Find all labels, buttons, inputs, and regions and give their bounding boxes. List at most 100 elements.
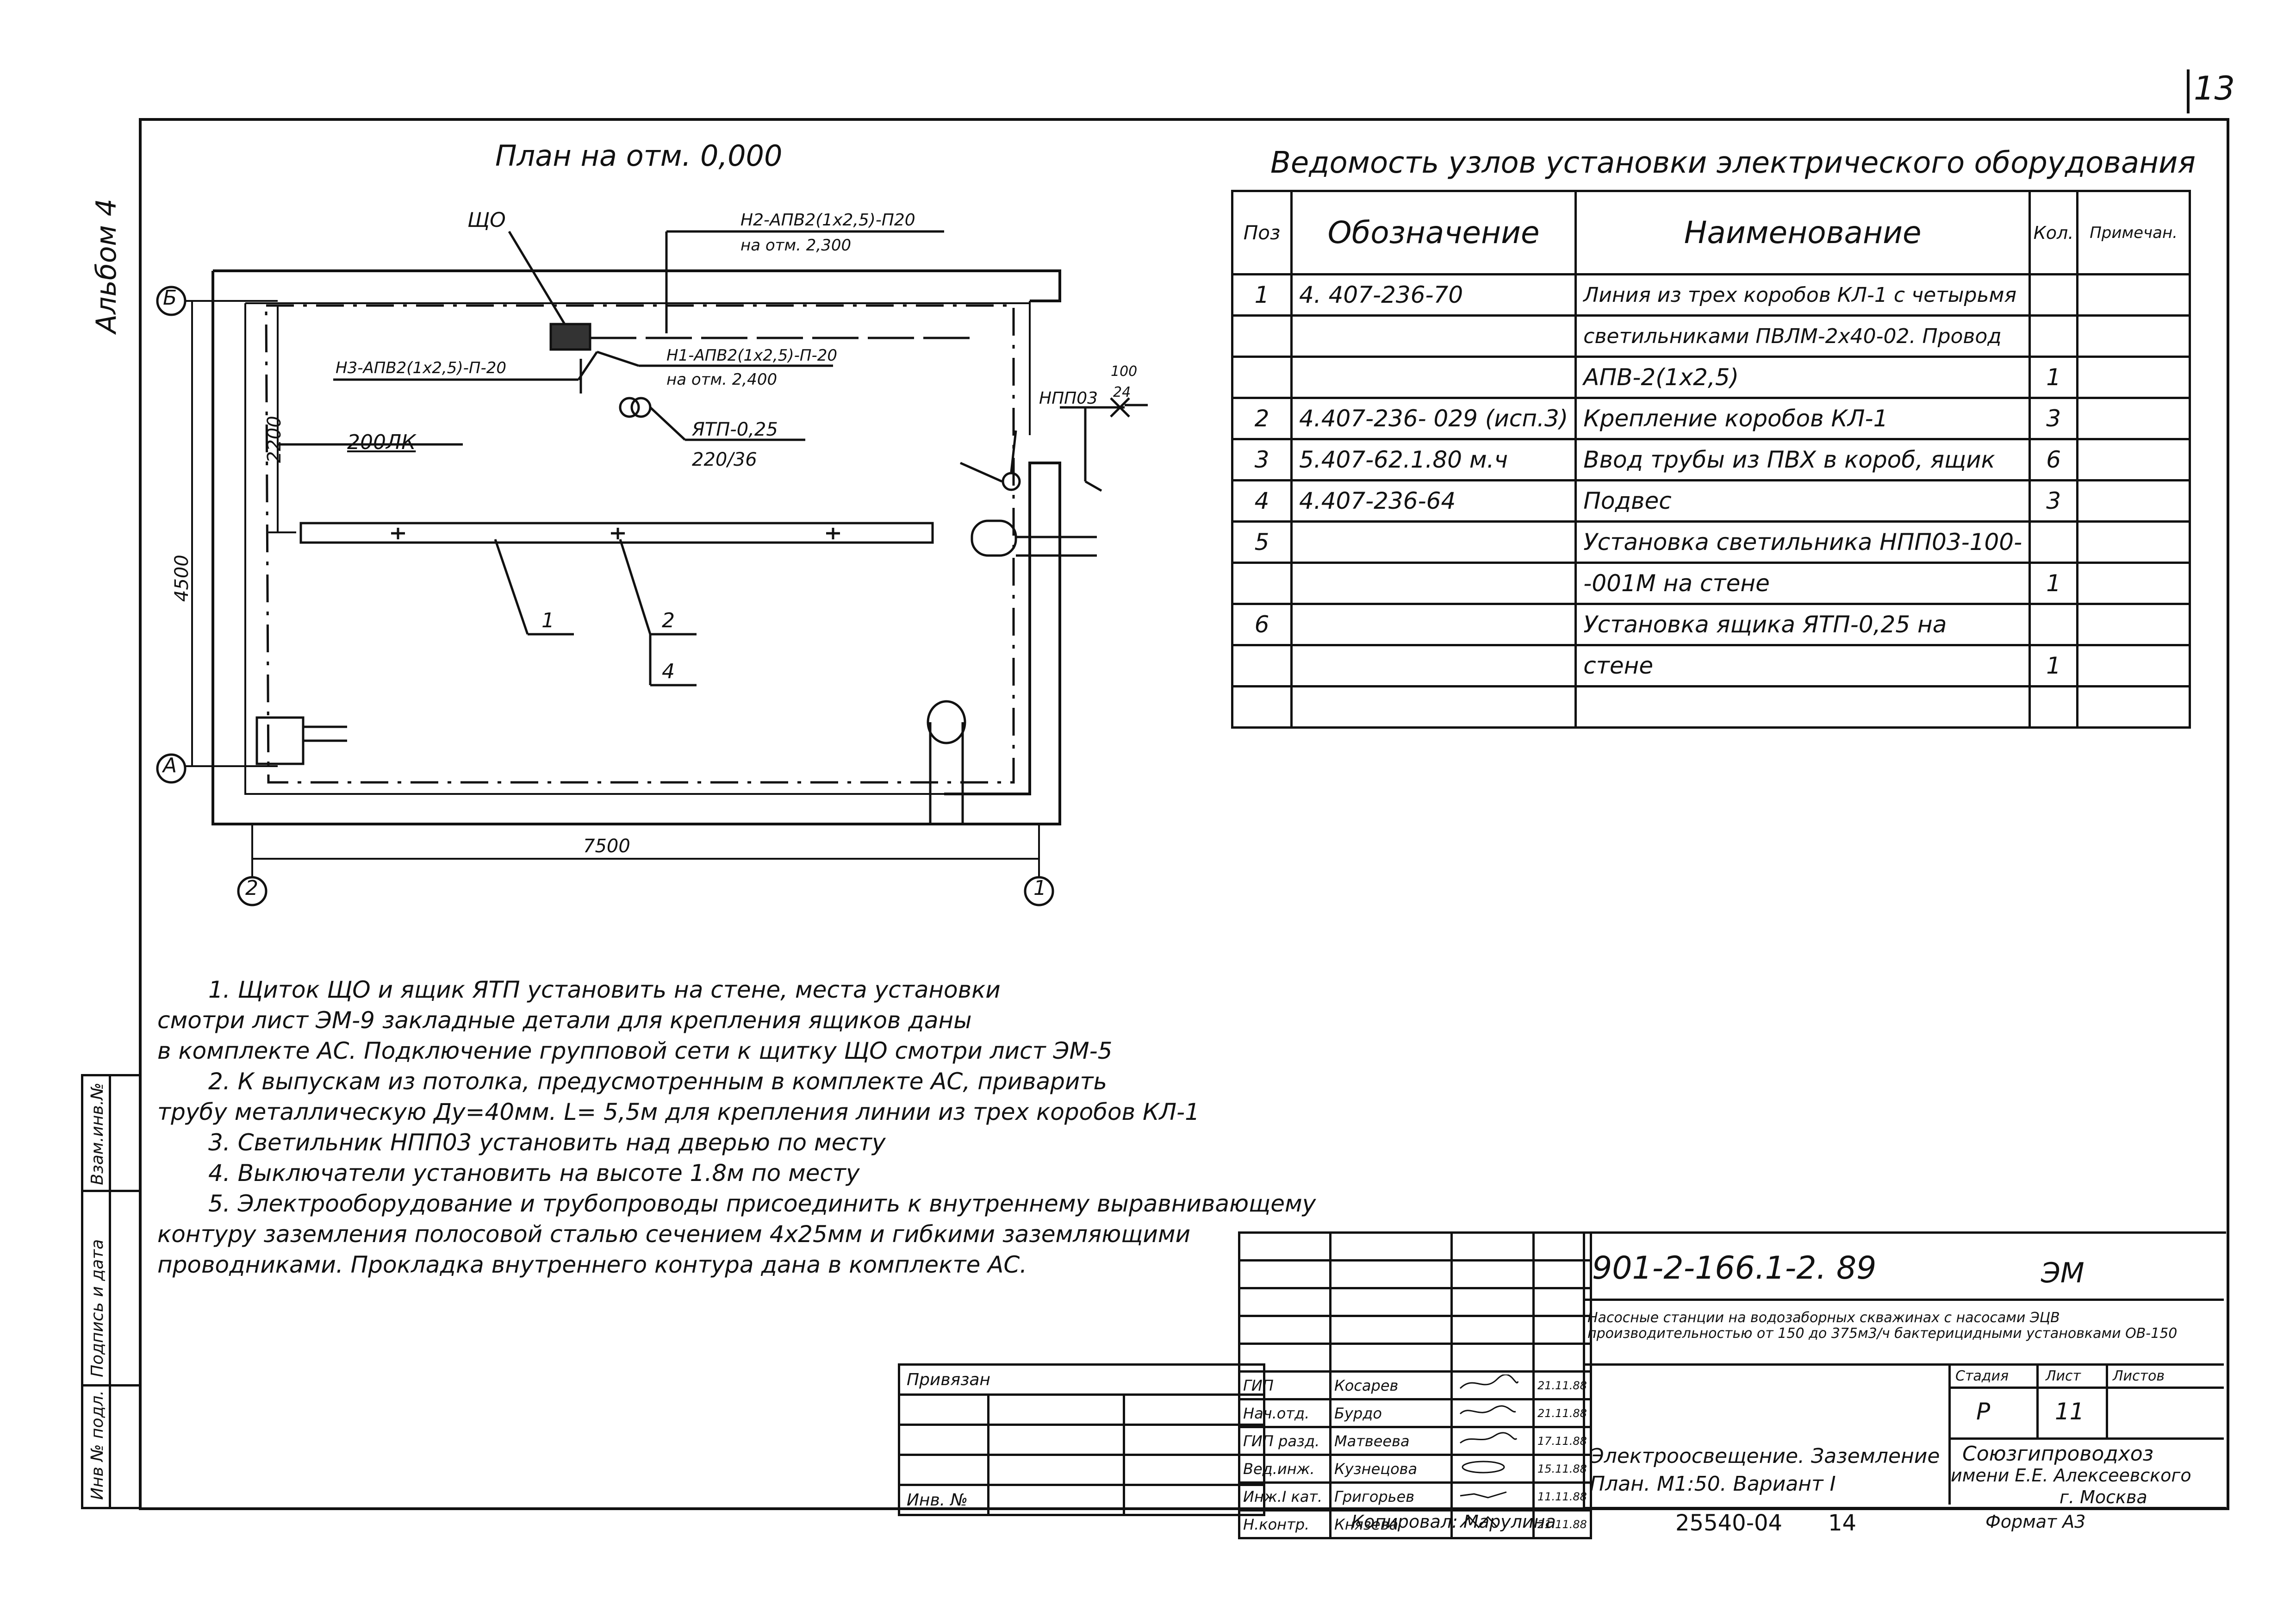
empty-cell	[1329, 1287, 1453, 1317]
note-line: 3. Светильник НПП03 установить над дверь…	[208, 1129, 886, 1156]
spec-cell-note	[2076, 603, 2191, 646]
archive-page: 14	[1828, 1510, 1857, 1536]
dimension-2200: 2200	[264, 416, 285, 463]
spec-cell-pos	[1231, 356, 1293, 399]
spec-cell-qty: 1	[2028, 356, 2079, 399]
spec-cell-pos	[1231, 314, 1293, 358]
spec-cell-name: стене	[1574, 644, 2031, 687]
empty-cell	[1329, 1231, 1453, 1262]
label-ytp-volt: 220/36	[692, 449, 757, 470]
axis-a-label: А	[163, 754, 177, 777]
binding-block: Привязан Инв. №	[898, 1363, 1265, 1516]
spec-header-pos: Поз	[1231, 190, 1293, 275]
empty-cell	[1450, 1315, 1535, 1345]
empty-cell	[1450, 1343, 1535, 1373]
spec-cell-designation: 4.407-236- 029 (исп.3)	[1290, 397, 1577, 440]
stage-value: Р	[1976, 1398, 1991, 1425]
binding-cell	[987, 1454, 1125, 1486]
signer-role: Инж.I кат.	[1238, 1481, 1332, 1512]
spec-cell-pos	[1231, 562, 1293, 605]
sheets-label: Листов	[2113, 1368, 2165, 1384]
callout-1: 1	[541, 609, 554, 632]
signer-role: ГИП разд.	[1238, 1426, 1332, 1456]
spec-cell-name: Линия из трех коробов КЛ-1 с четырьмя	[1574, 273, 2031, 317]
spec-cell-name: Установка светильника НПП03-100-	[1574, 520, 2031, 564]
note-line: 4. Выключатели установить на высоте 1.8м…	[208, 1160, 860, 1187]
general-notes: 1. Щиток ЩО и ящик ЯТП установить на сте…	[157, 974, 1316, 1280]
spec-cell-note	[2076, 356, 2191, 399]
note-line: 1. Щиток ЩО и ящик ЯТП установить на сте…	[208, 976, 1001, 1003]
binding-cell	[987, 1484, 1125, 1516]
spec-cell-designation	[1290, 562, 1577, 605]
empty-cell	[1238, 1315, 1332, 1345]
sheet-title: Электроосвещение. Заземление	[1590, 1444, 1940, 1468]
axis-2-label: 2	[245, 876, 258, 900]
spec-cell-pos: 6	[1231, 603, 1293, 646]
stamp-line-2	[1583, 1363, 2224, 1366]
spec-cell-note	[2076, 438, 2191, 481]
copied-by: Копировал: Марулина	[1351, 1512, 1556, 1532]
note-line: трубу металлическую Ду=40мм. L= 5,5м для…	[157, 1099, 1200, 1125]
inv-no-label: Инв. №	[898, 1484, 989, 1516]
empty-cell	[1238, 1259, 1332, 1289]
signer-name: Матвеева	[1329, 1426, 1453, 1456]
spec-cell-pos	[1231, 644, 1293, 687]
label-shch: ЩО	[467, 208, 506, 232]
label-n3: Н3-АПВ2(1х2,5)-П-20	[336, 359, 506, 377]
spec-cell-designation: 4. 407-236-70	[1290, 273, 1577, 317]
empty-cell	[1532, 1343, 1592, 1373]
spec-cell-note	[2076, 644, 2191, 687]
signer-date: 11.11.88	[1532, 1481, 1592, 1512]
stamp-inv-orig: Инв № подл.	[88, 1390, 107, 1500]
note-line: проводниками. Прокладка внутреннего конт…	[157, 1251, 1027, 1278]
spec-cell-note	[2076, 273, 2191, 317]
spec-cell-note	[2076, 520, 2191, 564]
spec-header-designation: Обозначение	[1290, 190, 1577, 275]
spec-cell-pos: 5	[1231, 520, 1293, 564]
signer-name: Бурдо	[1329, 1398, 1453, 1428]
signer-name: Григорьев	[1329, 1481, 1453, 1512]
spec-cell-note	[2076, 562, 2191, 605]
empty-cell	[1329, 1259, 1453, 1289]
callout-2: 2	[662, 609, 675, 632]
axis-1-label: 1	[1033, 876, 1046, 900]
spec-cell-designation: 4.407-236-64	[1290, 479, 1577, 523]
empty-cell	[1532, 1315, 1592, 1345]
spec-cell-qty: 3	[2028, 397, 2079, 440]
spec-cell-name: Ввод трубы из ПВХ в короб, ящик	[1574, 438, 2031, 481]
signer-date: 21.11.88	[1532, 1370, 1592, 1400]
empty-cell	[1329, 1315, 1453, 1345]
spec-header-name: Наименование	[1574, 190, 2031, 275]
stamp-vline-2	[2036, 1363, 2039, 1437]
empty-cell	[1450, 1231, 1535, 1262]
empty-cell	[1238, 1343, 1332, 1373]
org-city: г. Москва	[2060, 1487, 2147, 1507]
dimension-4500: 4500	[171, 555, 193, 602]
signer-date: 17.11.88	[1532, 1426, 1592, 1456]
spec-header-qty: Кол.	[2028, 190, 2079, 275]
binding-cell	[898, 1424, 989, 1456]
spec-cell-designation	[1290, 520, 1577, 564]
spec-header-note: Примечан.	[2076, 190, 2191, 275]
signer-date: 21.11.88	[1532, 1509, 1592, 1539]
spec-row: АПВ-2(1х2,5)1	[1231, 356, 2191, 399]
signer-signature	[1450, 1481, 1535, 1512]
stamp-vline-3	[2106, 1363, 2108, 1437]
spec-cell-qty	[2028, 273, 2079, 317]
signer-signature	[1450, 1454, 1535, 1484]
archive-number: 25540-04	[1675, 1510, 1783, 1536]
spec-cell-qty	[2028, 685, 2079, 729]
spec-cell-designation	[1290, 314, 1577, 358]
signer-signature	[1450, 1509, 1535, 1539]
sheet-title-2: План. М1:50. Вариант I	[1590, 1472, 1836, 1496]
spec-cell-note	[2076, 685, 2191, 729]
signer-role: Н.контр.	[1238, 1509, 1332, 1539]
callout-4: 4	[662, 660, 675, 683]
left-stamp-col-divider	[109, 1074, 111, 1507]
spec-cell-pos: 4	[1231, 479, 1293, 523]
